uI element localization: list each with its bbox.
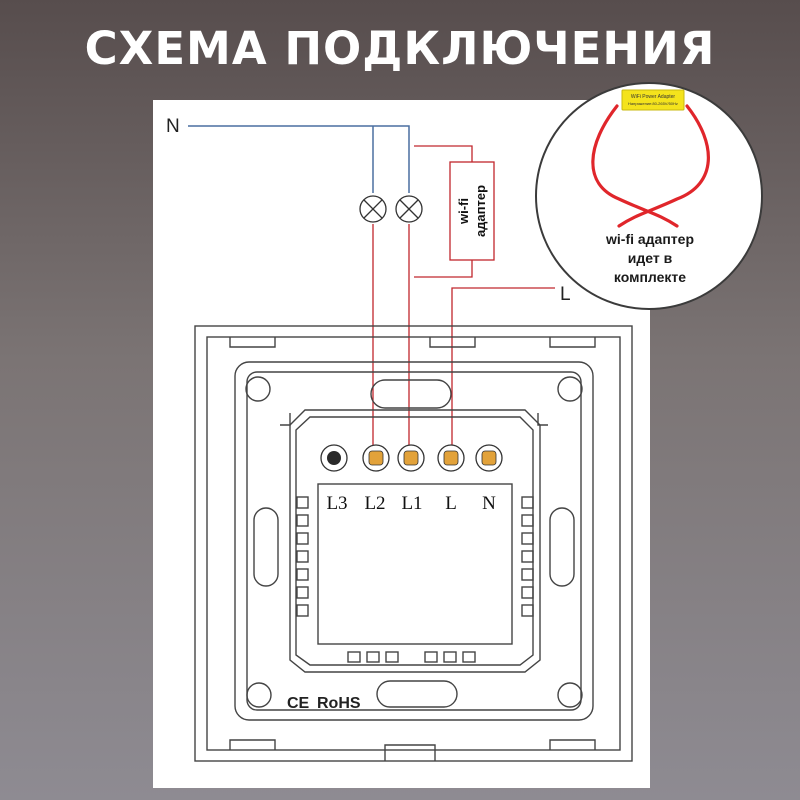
page-title: СХЕМА ПОДКЛЮЧЕНИЯ (84, 22, 716, 75)
line-wire (451, 287, 555, 455)
terminal-l1-screw (397, 444, 425, 472)
mounting-plate (234, 361, 594, 721)
terminal-label-l3: L3 (326, 493, 347, 514)
neutral-wires (188, 125, 410, 193)
terminal-l-screw (437, 444, 465, 472)
switch-body (194, 325, 633, 762)
left-slot (253, 507, 279, 587)
terminal-screws (320, 444, 503, 472)
wifi-adapter-box (449, 161, 495, 261)
plate-inner (246, 371, 582, 711)
top-slot (370, 379, 452, 409)
module-housing (289, 409, 541, 673)
adapter-body-icon: WiFi Power Adapter Напряжение:80-265V/50… (621, 89, 685, 111)
inset-caption: wi-fi адаптер идет в комплекте (590, 230, 710, 287)
lamp-1-icon (359, 195, 387, 223)
adapter-wire-top (414, 145, 473, 162)
adapter-label-line-1: wi-fi (456, 198, 471, 225)
inset-caption-line-1: wi-fi адаптер (606, 231, 694, 247)
adapter-tag-line-2: Напряжение:80-265V/50Hz (628, 101, 678, 106)
terminal-label-l: L (445, 493, 457, 514)
screw-hole (557, 376, 583, 402)
inset-caption-line-2: идет в (627, 250, 673, 266)
terminal-l3-screw (320, 444, 348, 472)
rohs-mark: RoHS (317, 695, 361, 712)
right-slot (549, 507, 575, 587)
screw-hole (557, 682, 583, 708)
inner-frame (206, 336, 621, 751)
bottom-slot (376, 680, 458, 708)
adapter-tag-line-1: WiFi Power Adapter (631, 94, 676, 100)
adapter-wire-bottom (414, 260, 473, 278)
adapter-illustration: WiFi Power Adapter Напряжение:80-265V/50… (591, 89, 710, 228)
adapter-label-line-2: адаптер (473, 185, 488, 237)
line-label: L (560, 284, 571, 305)
inset-caption-line-3: комплекте (613, 269, 687, 285)
included-adapter-inset: WiFi Power Adapter Напряжение:80-265V/50… (535, 82, 763, 310)
neutral-wire (188, 125, 410, 193)
terminal-l2-screw (362, 444, 390, 472)
neutral-label: N (166, 116, 180, 137)
terminal-n-screw (475, 444, 503, 472)
adapter-cable (591, 104, 710, 228)
terminal-label-n: N (482, 493, 496, 514)
screw-hole (246, 682, 272, 708)
ce-mark: CE (287, 695, 310, 712)
terminal-label-l1: L1 (401, 493, 422, 514)
terminal-label-l2: L2 (364, 493, 385, 514)
screw-hole (245, 376, 271, 402)
terminal-block (317, 483, 513, 645)
outer-frame (194, 325, 633, 762)
lamp-2-icon (395, 195, 423, 223)
